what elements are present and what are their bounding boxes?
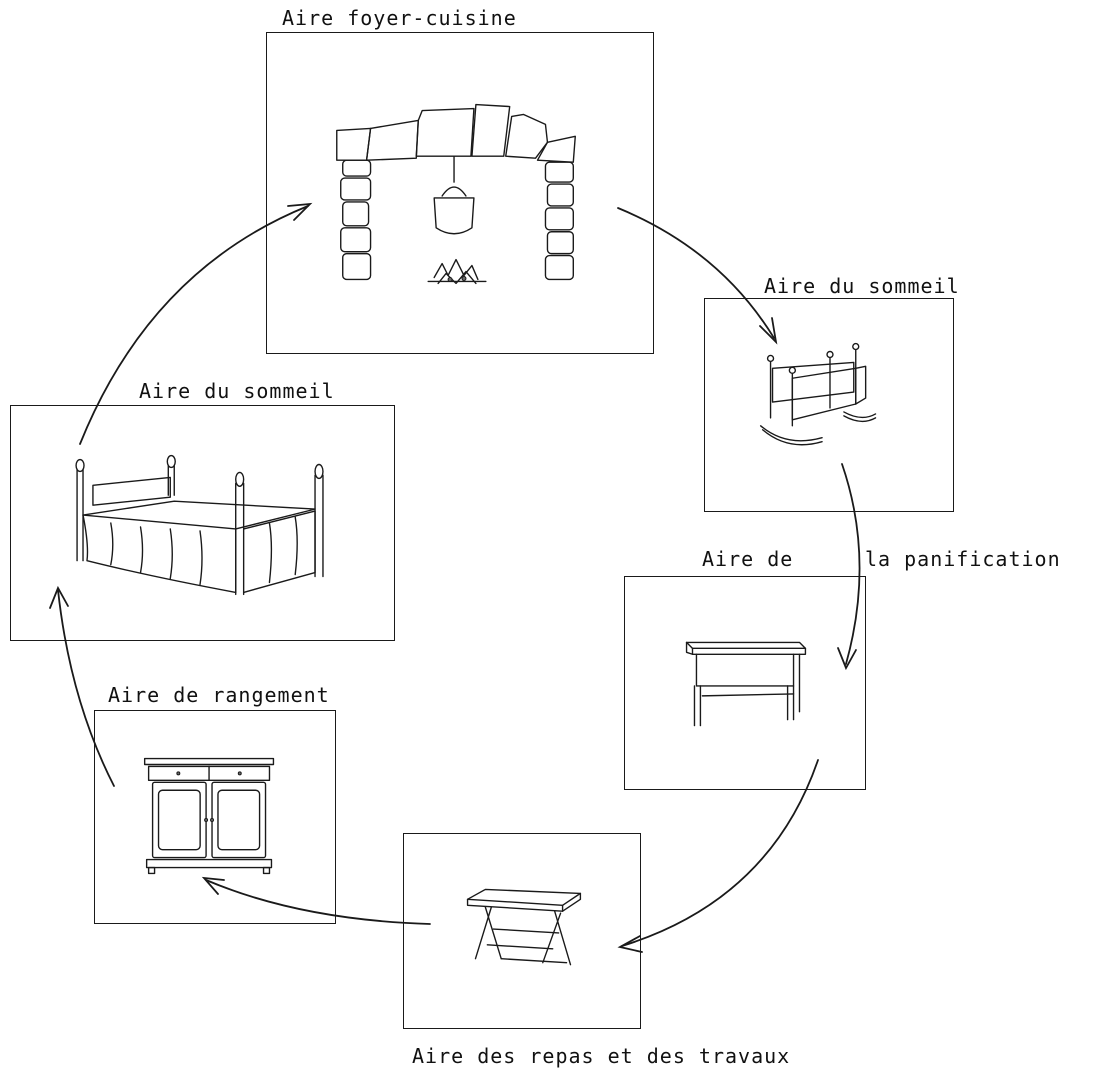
cradle-illustration (705, 299, 953, 511)
hearth-area-box (266, 32, 654, 354)
bread-area-label-part2: la panification (865, 547, 1061, 571)
bed-sleep-area-box (10, 405, 395, 641)
bed-sleep-area-label: Aire du sommeil (139, 379, 335, 403)
four-poster-bed-illustration (11, 406, 394, 640)
fireplace-illustration (267, 33, 653, 353)
meals-area-label: Aire des repas et des travaux (412, 1044, 790, 1068)
hearth-area-label: Aire foyer-cuisine (282, 6, 517, 30)
cradle-sleep-area-box (704, 298, 954, 512)
meals-area-box (403, 833, 641, 1029)
storage-area-label: Aire de rangement (108, 683, 330, 707)
cradle-sleep-area-label: Aire du sommeil (764, 274, 960, 298)
sideboard-illustration (95, 711, 335, 923)
storage-area-box (94, 710, 336, 924)
dough-trough-illustration (625, 577, 865, 789)
bread-area-label-part1: Aire de (702, 547, 793, 571)
folding-table-illustration (404, 834, 640, 1028)
bread-area-box (624, 576, 866, 790)
